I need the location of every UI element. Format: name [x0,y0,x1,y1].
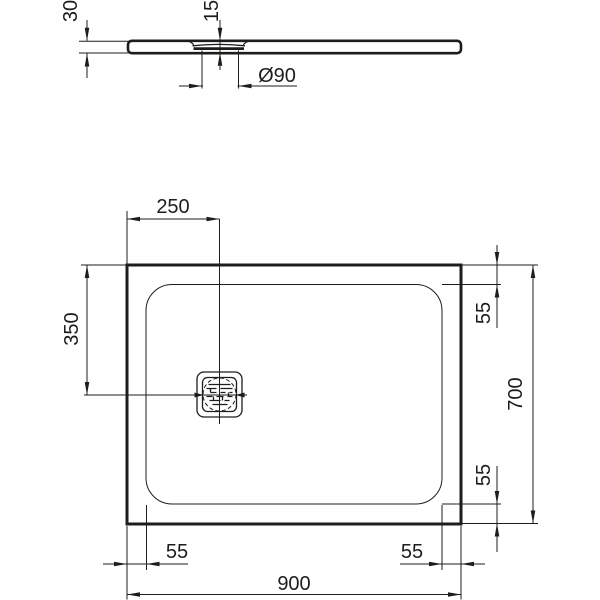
thickness-label: 30 [60,0,82,22]
waste-cover-top [192,43,246,47]
arrow-right-icon [448,592,461,597]
dim-waste-height: 15 [201,0,223,70]
waste-offset-left-label: 250 [156,196,189,218]
arrow-up-icon [217,52,223,66]
plan-view: 250 350 700 55 [61,196,538,600]
dim-waste-offset-left: 250 [126,196,220,264]
arrow-up-icon [84,265,90,278]
arrow-right-icon [429,561,442,567]
tray-side-profile [126,39,463,55]
arrow-down-icon [530,510,536,524]
waste-height-label: 15 [201,0,223,22]
inset-bottom-left-label: 55 [166,541,188,563]
dim-waste-diameter: Ø90 [179,50,297,89]
dim-inset-bottom-right: 55 [400,505,485,570]
arrow-left-icon [146,561,160,567]
depth-label: 700 [505,377,527,410]
arrow-down-icon [84,27,90,41]
side-view: 30 15 Ø90 [60,0,463,89]
inset-bottom-right-label: 55 [401,541,423,563]
dim-inset-top-right: 55 [442,245,501,328]
arrow-right-icon [194,392,204,398]
arrow-left-icon [238,83,252,89]
arrow-up-icon [494,523,500,537]
waste-rim-left [186,40,195,46]
arrow-right-icon [189,83,202,89]
arrow-left-icon [461,561,474,567]
arrow-up-icon [84,53,90,67]
arrow-down-icon [84,382,90,395]
waste-offset-top-label: 350 [61,312,83,345]
dim-waste-offset-top: 350 [61,264,127,395]
waste-rim-right [242,40,251,46]
dim-inset-bottom-right-side: 55 [442,464,501,552]
inset-top-right-label: 55 [473,302,495,324]
width-label: 900 [277,573,310,595]
waste-cover-side [186,40,251,50]
waste-diameter-label: Ø90 [258,65,296,87]
tray-inner-surface [145,284,443,505]
dim-thickness: 30 [60,0,90,78]
arrow-right-icon [206,216,220,222]
arrow-up-icon [494,284,500,298]
dim-depth: 700 [461,264,538,524]
arrow-down-icon [494,491,500,504]
arrow-down-icon [217,27,223,41]
inset-bottom-right-side-label: 55 [473,464,495,486]
arrow-right-icon [114,561,127,567]
dim-width: 900 [126,526,462,600]
arrow-left-icon [127,216,140,222]
dim-inset-bottom-left: 55 [103,505,188,570]
arrow-left-icon [127,592,140,597]
arrow-left-icon [235,392,245,398]
arrow-up-icon [530,265,536,278]
arrow-down-icon [494,252,500,265]
